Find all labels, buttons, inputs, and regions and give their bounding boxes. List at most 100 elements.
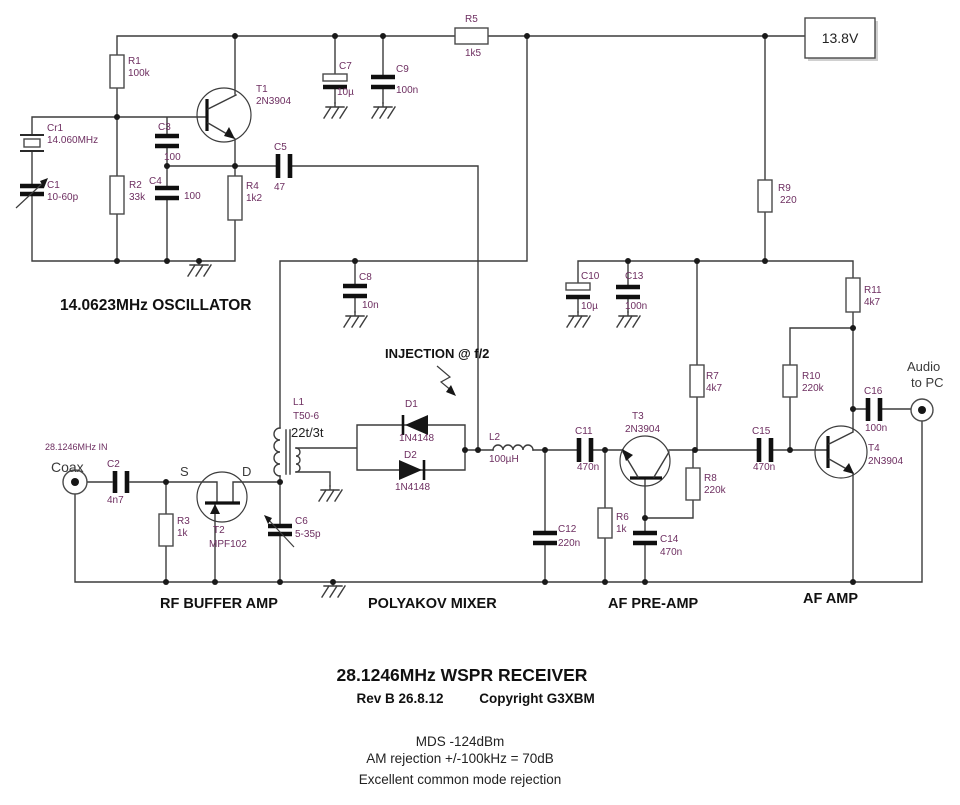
capacitor-c9 — [371, 74, 395, 90]
transistor-t3 — [619, 435, 671, 487]
c16-ref-label: C16 — [864, 386, 883, 397]
r2-ref-label: R2 — [129, 180, 142, 191]
resistor-r11 — [845, 277, 861, 313]
diode-d1 — [401, 415, 428, 435]
cr1-ref-label: Cr1 — [47, 123, 64, 134]
injection-label: INJECTION @ f/2 — [385, 346, 489, 361]
r1-value-label: 100k — [128, 68, 151, 79]
r7-ref-label: R7 — [706, 371, 719, 382]
r10-ref-label: R10 — [802, 371, 821, 382]
r6-ref-label: R6 — [616, 512, 629, 523]
junction-dots — [114, 33, 856, 585]
r5-ref-label: R5 — [465, 14, 478, 25]
transistor-t2 — [196, 471, 248, 523]
jfet-drain-label: D — [242, 464, 251, 479]
capacitor-c3 — [155, 133, 179, 149]
c6-value-label: 5-35p — [295, 529, 321, 540]
capacitor-c4 — [155, 185, 179, 201]
transistors — [196, 87, 868, 523]
t1-value-label: 2N3904 — [256, 96, 291, 107]
r1-ref-label: R1 — [128, 56, 141, 67]
capacitor-c7 — [322, 73, 348, 90]
audio-label-line2: to PC — [911, 375, 944, 390]
t1-ref-label: T1 — [256, 84, 268, 95]
r6-value-label: 1k — [616, 524, 628, 535]
diode-d2 — [399, 460, 426, 480]
annotations: 28.1246MHz IN Coax S D INJECTION @ f/2 A… — [45, 346, 944, 479]
transformer-l1 — [273, 427, 301, 477]
component-labels: R1 100k R2 33k R3 1k R4 1k2 R5 1k5 R6 1k… — [47, 14, 903, 558]
diodes — [399, 415, 428, 480]
mixer-section-label: POLYAKOV MIXER — [368, 596, 497, 612]
resistors — [109, 27, 861, 547]
c10-value-label: 10µ — [581, 301, 598, 312]
c4-value-label: 100 — [184, 191, 201, 202]
resistor-r6 — [597, 507, 613, 539]
d2-ref-label: D2 — [404, 450, 417, 461]
resistor-r9 — [757, 179, 773, 213]
l2-value-label: 100µH — [489, 454, 519, 465]
r8-value-label: 220k — [704, 485, 727, 496]
supply-voltage-label: 13.8V — [822, 30, 859, 46]
r5-value-label: 1k5 — [465, 48, 482, 59]
c3-value-label: 100 — [164, 152, 181, 163]
note-mds: MDS -124dBm — [416, 734, 505, 749]
section-titles: 14.0623MHz OSCILLATOR RF BUFFER AMP POLY… — [60, 297, 858, 612]
c9-ref-label: C9 — [396, 64, 409, 75]
revision-label: Rev B 26.8.12 — [356, 691, 443, 706]
c5-ref-label: C5 — [274, 142, 287, 153]
c1-ref-label: C1 — [47, 180, 60, 191]
capacitor-c8 — [343, 283, 367, 299]
r3-value-label: 1k — [177, 528, 189, 539]
l1-core-label: T50-6 — [293, 411, 320, 422]
coax-label: Coax — [51, 459, 84, 475]
r3-ref-label: R3 — [177, 516, 190, 527]
transistor-t4 — [814, 425, 868, 479]
audio-connector — [910, 398, 934, 422]
c8-ref-label: C8 — [359, 272, 372, 283]
capacitor-c5 — [275, 154, 293, 178]
connectors — [62, 398, 934, 495]
rf-buffer-section-label: RF BUFFER AMP — [160, 596, 278, 612]
c11-ref-label: C11 — [575, 426, 593, 437]
inductor-l2 — [492, 444, 534, 451]
r2-value-label: 33k — [129, 192, 146, 203]
r9-ref-label: R9 — [778, 183, 791, 194]
capacitors — [15, 73, 883, 548]
capacitor-c11 — [576, 438, 594, 462]
capacitor-c6 — [264, 515, 295, 548]
c7-value-label: 10µ — [337, 87, 354, 98]
c11-value-label: 470n — [577, 462, 599, 473]
c14-ref-label: C14 — [660, 534, 679, 545]
performance-notes: MDS -124dBm AM rejection +/-100kHz = 70d… — [359, 734, 562, 787]
resistor-r3 — [158, 513, 174, 547]
jfet-source-label: S — [180, 464, 189, 479]
r7-value-label: 4k7 — [706, 383, 723, 394]
c1-value-label: 10-60p — [47, 192, 79, 203]
resistor-r10 — [782, 364, 798, 398]
transistor-t1 — [196, 87, 252, 143]
c2-ref-label: C2 — [107, 459, 120, 470]
d2-value-label: 1N4148 — [395, 482, 430, 493]
crystal-cr1 — [20, 134, 44, 152]
audio-label-line1: Audio — [907, 359, 940, 374]
capacitor-c14 — [633, 530, 657, 546]
c15-value-label: 470n — [753, 462, 775, 473]
c3-ref-label: C3 — [158, 122, 171, 133]
c2-value-label: 4n7 — [107, 495, 124, 506]
resistor-r1 — [109, 54, 125, 89]
c14-value-label: 470n — [660, 547, 682, 558]
coax-connector — [62, 469, 88, 495]
oscillator-section-label: 14.0623MHz OSCILLATOR — [60, 297, 252, 314]
c4-ref-label: C4 — [149, 176, 162, 187]
t2-ref-label: T2 — [213, 525, 225, 536]
schematic-title: 28.1246MHz WSPR RECEIVER — [337, 665, 588, 685]
resistor-r7 — [689, 364, 705, 398]
c13-value-label: 100n — [625, 301, 647, 312]
r4-ref-label: R4 — [246, 181, 259, 192]
c15-ref-label: C15 — [752, 426, 771, 437]
capacitor-c15 — [756, 438, 774, 462]
c12-ref-label: C12 — [558, 524, 577, 535]
